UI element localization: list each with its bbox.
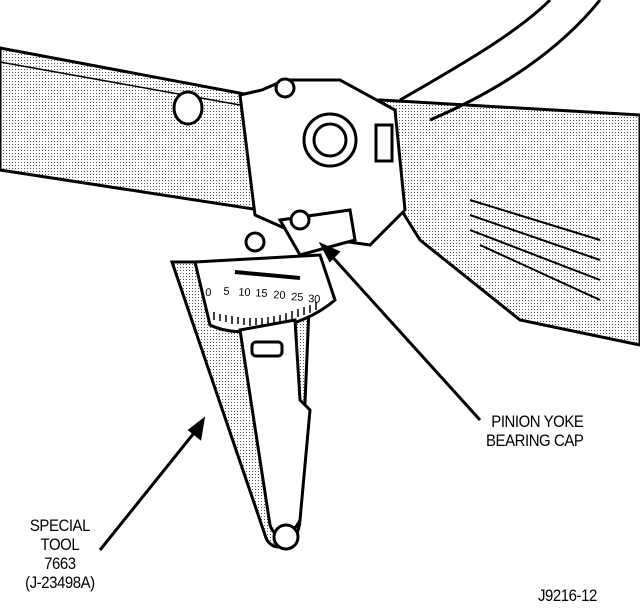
special-tool-callout: SPECIAL TOOL 7663 (J-23498A) (8, 516, 112, 592)
callout-line: SPECIAL (29, 516, 91, 535)
inclinometer-special-tool (169, 253, 337, 551)
callout-line: BEARING CAP (486, 431, 584, 450)
callout-line: (J-23498A) (25, 573, 95, 592)
driveshaft-tube (0, 46, 262, 212)
gauge-scale-ticks (213, 302, 317, 326)
scale-label-15: 15 (255, 287, 268, 300)
axle-housing (378, 0, 640, 347)
leader-lines (98, 241, 482, 551)
scale-label-10: 10 (238, 286, 251, 300)
universal-joint (238, 77, 407, 257)
scale-label-5: 5 (223, 285, 230, 298)
scale-label-0: 0 (204, 286, 212, 300)
scale-label-20: 20 (272, 289, 286, 302)
callout-line: PINION YOKE (491, 412, 584, 431)
figure-id: J9216-12 (538, 586, 597, 605)
scale-label-30: 30 (307, 293, 321, 306)
scale-label-25: 25 (290, 291, 304, 304)
pinion-yoke-callout: PINION YOKE BEARING CAP (486, 412, 584, 450)
callout-line: 7663 (44, 554, 76, 573)
callout-line: TOOL (40, 535, 80, 554)
